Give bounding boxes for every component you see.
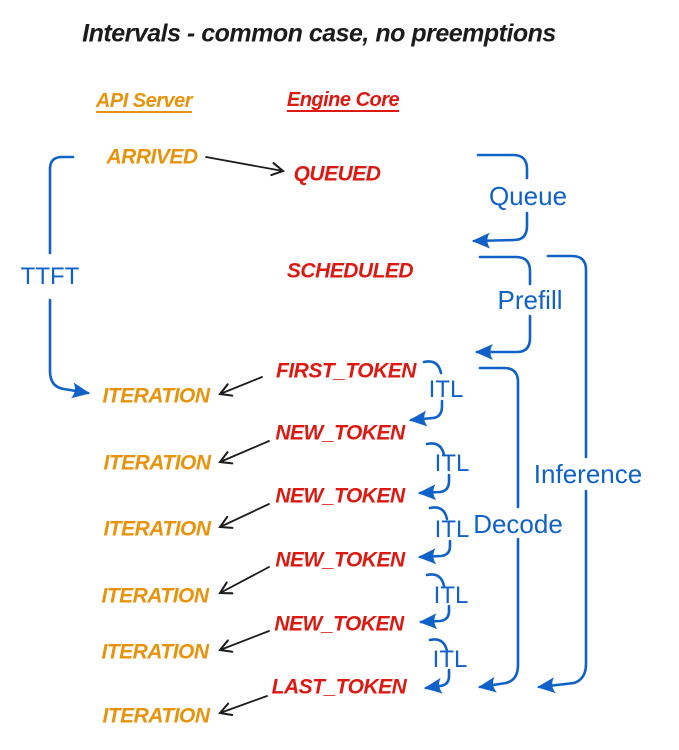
queue-bracket-top	[476, 153, 529, 180]
itl-bracket-1-top	[422, 360, 443, 375]
interval-label-itl-2: ITL	[434, 450, 470, 477]
event-scheduled: SCHEDULED	[286, 259, 414, 283]
itl-bracket-4-hook	[418, 604, 451, 630]
arrow-new-token4-to-iteration	[220, 630, 270, 650]
event-new-token-3: NEW_TOKEN	[275, 548, 405, 572]
itl-bracket-5-hook	[423, 668, 451, 694]
event-first-token: FIRST_TOKEN	[276, 359, 416, 383]
arrow-new-token3-to-iteration	[220, 566, 270, 593]
event-new-token-1: NEW_TOKEN	[275, 421, 405, 445]
prefill-bracket-top	[478, 255, 532, 286]
event-iteration-2: ITERATION	[103, 451, 211, 475]
prefill-bracket-bottom	[474, 314, 532, 360]
event-new-token-4: NEW_TOKEN	[274, 612, 404, 636]
arrow-arrived-to-queued	[205, 156, 283, 171]
ttft-bracket-top	[48, 155, 75, 255]
ttft-bracket-bottom	[48, 298, 91, 399]
diagram-title: Intervals - common case, no preemptions	[82, 19, 556, 48]
itl-bracket-5-top	[428, 638, 449, 653]
event-new-token-2: NEW_TOKEN	[275, 484, 405, 508]
event-iteration-6: ITERATION	[102, 704, 210, 728]
arrow-last-token-to-iteration	[220, 695, 268, 713]
interval-label-itl-1: ITL	[428, 376, 464, 403]
interval-label-inference: Inference	[533, 459, 643, 489]
interval-label-queue: Queue	[488, 181, 568, 211]
event-iteration-5: ITERATION	[101, 640, 209, 664]
interval-label-itl-5: ITL	[432, 646, 468, 673]
inference-bracket-bottom	[536, 489, 588, 694]
interval-label-prefill: Prefill	[497, 285, 563, 315]
column-header-engine-core: Engine Core	[286, 89, 400, 111]
event-iteration-1: ITERATION	[102, 384, 210, 408]
arrow-first-token-to-iteration	[220, 376, 263, 394]
event-iteration-3: ITERATION	[103, 517, 211, 541]
inference-bracket-top	[546, 254, 588, 459]
interval-label-ttft: TTFT	[20, 263, 80, 290]
event-iteration-4: ITERATION	[101, 584, 209, 608]
decode-bracket-bottom	[477, 537, 520, 693]
itl-bracket-1-hook	[408, 399, 444, 427]
interval-label-itl-3: ITL	[434, 516, 470, 543]
itl-bracket-2-top	[425, 442, 446, 457]
queue-bracket-bottom	[471, 211, 529, 249]
itl-bracket-4-top	[425, 573, 446, 588]
interval-label-decode: Decode	[473, 509, 563, 539]
arrow-new-token2-to-iteration	[220, 503, 270, 527]
column-header-api-server: API Server	[95, 90, 193, 112]
interval-label-itl-4: ITL	[433, 582, 469, 609]
event-last-token: LAST_TOKEN	[271, 675, 407, 699]
event-queued: QUEUED	[293, 162, 381, 186]
event-arrived: ARRIVED	[106, 145, 198, 169]
itl-bracket-3-top	[428, 506, 449, 521]
arrow-new-token1-to-iteration	[220, 440, 270, 462]
itl-bracket-3-hook	[417, 539, 452, 565]
decode-bracket-top	[478, 366, 520, 509]
itl-bracket-2-hook	[417, 473, 451, 501]
